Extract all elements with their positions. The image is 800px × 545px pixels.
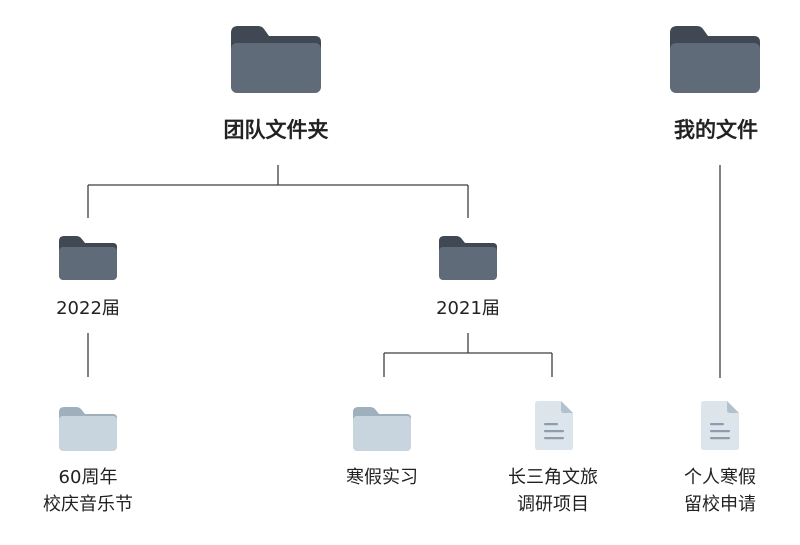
folder-icon[interactable] xyxy=(231,26,321,93)
yangtze-research-label[interactable]: 长三角文旅 调研项目 xyxy=(508,464,598,518)
team-folder-label[interactable]: 团队文件夹 xyxy=(223,118,329,142)
personal-stay-label-line2: 留校申请 xyxy=(684,494,756,515)
folder-icon[interactable] xyxy=(670,26,760,93)
folder-icon[interactable] xyxy=(59,407,117,451)
winter-intern-label[interactable]: 寒假实习 xyxy=(346,467,418,488)
personal-stay-label-line1: 个人寒假 xyxy=(684,467,756,488)
anniversary-label[interactable]: 60周年 校庆音乐节 xyxy=(43,464,133,518)
document-icon[interactable] xyxy=(701,401,739,450)
folder-icon[interactable] xyxy=(59,236,117,280)
connector-2021-to-children xyxy=(383,333,553,377)
anniversary-label-line1: 60周年 xyxy=(58,467,118,488)
class-2022-label[interactable]: 2022届 xyxy=(56,298,120,319)
yangtze-research-label-line2: 调研项目 xyxy=(517,494,589,515)
document-icon[interactable] xyxy=(535,401,573,450)
yangtze-research-label-line1: 长三角文旅 xyxy=(508,467,598,488)
my-files-label[interactable]: 我的文件 xyxy=(674,118,758,142)
tree-connectors xyxy=(87,165,721,378)
folder-icon[interactable] xyxy=(439,236,497,280)
personal-stay-label[interactable]: 个人寒假 留校申请 xyxy=(684,464,756,518)
connector-team-to-years xyxy=(87,165,469,218)
folder-icon[interactable] xyxy=(353,407,411,451)
anniversary-label-line2: 校庆音乐节 xyxy=(43,494,133,515)
class-2021-label[interactable]: 2021届 xyxy=(436,298,500,319)
